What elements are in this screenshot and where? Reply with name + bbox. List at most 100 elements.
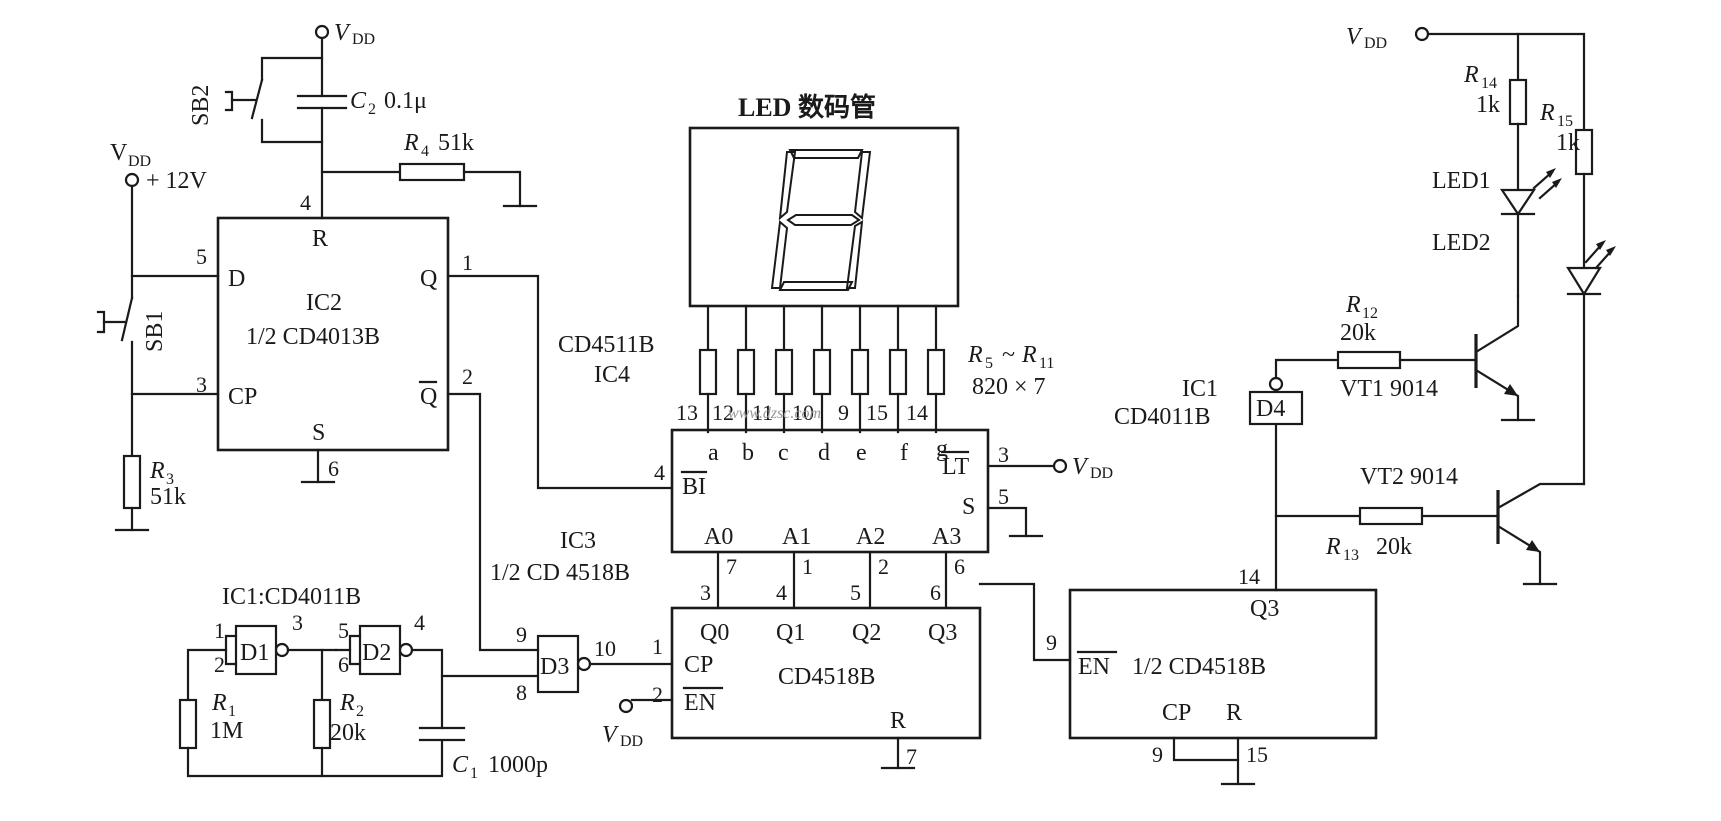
- r3-sym: R: [149, 458, 165, 484]
- ic2-pin-qbar-num: 2: [462, 364, 473, 389]
- svg-text:13: 13: [676, 400, 698, 425]
- d1-pin-out-num: 3: [292, 610, 303, 635]
- gate-d1-label: D1: [240, 640, 269, 666]
- ic5-pin-r: R: [1226, 700, 1242, 726]
- d4-ic: IC1: [1182, 376, 1218, 402]
- ic4-pin-lt: LT: [942, 454, 969, 480]
- r2-sym: R: [339, 690, 355, 716]
- r4-sub: 4: [421, 143, 429, 160]
- d3-pin-a-num: 9: [516, 622, 527, 647]
- ic5-pin-en-num: 9: [1046, 630, 1057, 655]
- d1-pin-b-num: 2: [214, 652, 225, 677]
- vdd-lt-sub: DD: [1090, 465, 1113, 482]
- ic4-input-pin-numbers: 7 1 2 6: [726, 554, 965, 579]
- svg-text:11: 11: [752, 400, 773, 425]
- ic5-pin-r-num: 15: [1246, 742, 1268, 767]
- led-display-box: [688, 126, 960, 308]
- c1-sym: C: [452, 752, 469, 778]
- c1-sub: 1: [470, 765, 478, 782]
- vdd-sub: DD: [352, 31, 375, 48]
- ic3-part: 1/2 CD 4518B: [490, 560, 630, 586]
- gate-d1: [234, 624, 278, 676]
- ic5-box: [1068, 588, 1378, 740]
- svg-text:6: 6: [930, 580, 941, 605]
- vdd-node-en: [618, 698, 634, 714]
- r3-value: 51k: [150, 484, 186, 510]
- ic3-name: IC3: [560, 528, 596, 554]
- r12-sym: R: [1345, 292, 1361, 318]
- r12-sub: 12: [1362, 305, 1378, 322]
- resistor-r2: [312, 698, 332, 750]
- vdd-node-top-left: V DD: [314, 20, 375, 48]
- ic3-output-labels: Q0 Q1 Q2 Q3: [700, 620, 957, 646]
- svg-text:9: 9: [838, 400, 849, 425]
- r15-sym: R: [1539, 100, 1555, 126]
- led-display-title: LED 数码管: [738, 93, 876, 122]
- ic5-part: 1/2 CD4518B: [1132, 654, 1266, 680]
- vdd-lt-label: V: [1072, 454, 1089, 480]
- r14-sym: R: [1463, 62, 1479, 88]
- r11-sym: R: [1021, 342, 1037, 368]
- ic2-box: [216, 216, 450, 452]
- sb2-label: SB2: [188, 85, 214, 126]
- ic4-pin-lt-num: 3: [998, 442, 1009, 467]
- svg-text:g: g: [936, 436, 948, 462]
- ic3-pin-en: EN: [684, 690, 716, 716]
- r14-sub: 14: [1481, 75, 1497, 92]
- d2-pin-a-num: 5: [338, 618, 349, 643]
- r11-sub: 11: [1039, 355, 1054, 372]
- r15-value: 1k: [1556, 130, 1580, 156]
- ic4-pin-bi-num: 4: [654, 460, 665, 485]
- gate-d4-label: D4: [1256, 396, 1285, 422]
- svg-text:12: 12: [712, 400, 734, 425]
- ic3-output-pin-numbers: 3 4 5 6: [700, 580, 941, 605]
- osc-title: IC1:CD4011B: [222, 584, 361, 610]
- r14-value: 1k: [1476, 92, 1500, 118]
- vt1-label: VT1 9014: [1340, 376, 1438, 402]
- transistor-vt1: [1474, 294, 1536, 422]
- r13-value: 20k: [1376, 534, 1412, 560]
- ic3-box: [670, 606, 982, 740]
- ic4-ref: IC4: [594, 362, 630, 388]
- gate-d3-label: D3: [540, 654, 569, 680]
- svg-text:7: 7: [726, 554, 737, 579]
- display-resistors: [698, 304, 946, 434]
- ic3-chip: CD4518B: [778, 664, 875, 690]
- r12-value: 20k: [1340, 320, 1376, 346]
- sb1-label: SB1: [142, 311, 168, 352]
- plus12v-label: + 12V: [146, 168, 208, 194]
- r5-sym: R: [967, 342, 983, 368]
- svg-text:1: 1: [802, 554, 813, 579]
- svg-text:3: 3: [700, 580, 711, 605]
- vdd-left-sub: DD: [128, 153, 151, 170]
- r15-sub: 15: [1557, 113, 1573, 130]
- ic5-pin-q3-num: 14: [1238, 564, 1260, 589]
- resistor-r13: [1358, 506, 1424, 526]
- svg-text:A1: A1: [782, 524, 811, 550]
- svg-text:A2: A2: [856, 524, 885, 550]
- capacitor-c1: [418, 726, 466, 742]
- ic4-output-pin-numbers: 13 12 11 10 9 15 14: [676, 400, 928, 425]
- r1-sub: 1: [228, 703, 236, 720]
- vdd-label: V: [334, 20, 351, 46]
- svg-text:5: 5: [850, 580, 861, 605]
- ic2-pin-cp-num: 3: [196, 372, 207, 397]
- svg-text:c: c: [778, 440, 789, 466]
- resistor-r1: [178, 698, 198, 750]
- vdd-right-label: V: [1346, 24, 1363, 50]
- d2-pin-b-num: 6: [338, 652, 349, 677]
- ic3-pin-en-num: 2: [652, 682, 663, 707]
- r1-sym: R: [211, 690, 227, 716]
- r2-value: 20k: [330, 720, 366, 746]
- ic2-pin-d-num: 5: [196, 244, 207, 269]
- switch-sb2: SB2: [188, 56, 324, 144]
- svg-text:Q3: Q3: [928, 620, 957, 646]
- svg-text:e: e: [856, 440, 867, 466]
- ic5-pin-q3: Q3: [1250, 596, 1279, 622]
- vdd-node-left: V DD + 12V: [110, 140, 208, 194]
- r4-sym: R: [403, 130, 419, 156]
- ic2-name: IC2: [306, 290, 342, 316]
- svg-text:Q1: Q1: [776, 620, 805, 646]
- ic3-pin-cp-num: 1: [652, 634, 663, 659]
